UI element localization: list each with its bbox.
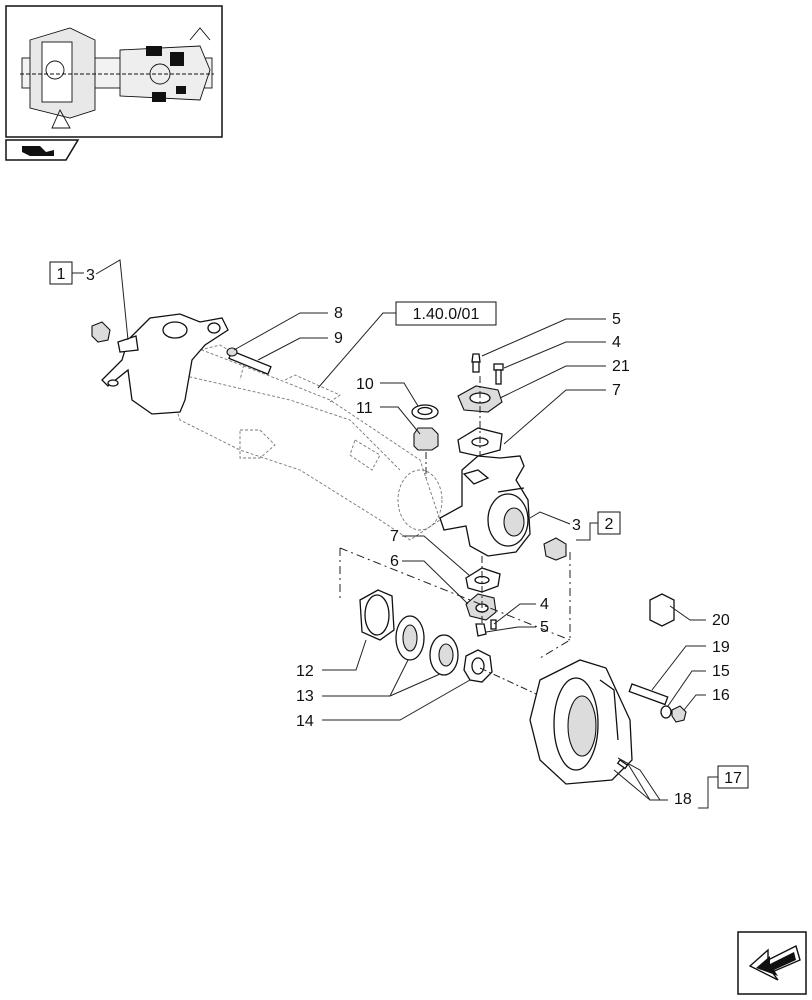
callout-8: 8 bbox=[233, 305, 343, 351]
callout-4-upper: 4 bbox=[503, 334, 621, 369]
callout-18: 18 bbox=[613, 757, 692, 808]
spacer-20 bbox=[649, 593, 675, 627]
hub-seal bbox=[359, 589, 395, 641]
lower-gasket bbox=[465, 567, 501, 593]
callout-14: 14 bbox=[296, 679, 471, 730]
svg-text:4: 4 bbox=[540, 596, 549, 613]
seal-ring bbox=[411, 404, 439, 420]
callout-box-17[interactable]: 17 bbox=[698, 765, 749, 809]
callout-5-lower: 5 bbox=[485, 619, 549, 636]
callout-5-upper: 5 bbox=[481, 311, 621, 357]
svg-text:17: 17 bbox=[724, 770, 742, 787]
lower-bolt bbox=[490, 619, 497, 630]
hub-nut bbox=[463, 649, 493, 683]
svg-text:13: 13 bbox=[296, 688, 314, 705]
hub-dowel bbox=[616, 759, 629, 770]
bolt-top bbox=[493, 363, 504, 385]
svg-text:9: 9 bbox=[334, 330, 343, 347]
assembly-boundary bbox=[339, 547, 571, 659]
svg-text:10: 10 bbox=[356, 376, 374, 393]
svg-text:2: 2 bbox=[605, 516, 614, 533]
axle-housing-outline bbox=[149, 329, 443, 541]
svg-text:7: 7 bbox=[390, 528, 399, 545]
reference-label-box[interactable]: 1.40.0/01 bbox=[317, 301, 497, 389]
callout-19: 19 bbox=[651, 639, 730, 691]
nut-16 bbox=[671, 705, 687, 723]
bushing-right bbox=[543, 537, 567, 561]
svg-text:14: 14 bbox=[296, 713, 314, 730]
washer-15 bbox=[660, 705, 672, 719]
svg-text:3: 3 bbox=[572, 517, 581, 534]
steering-knuckle bbox=[439, 455, 531, 557]
callout-10: 10 bbox=[356, 376, 419, 407]
svg-text:3: 3 bbox=[86, 267, 95, 284]
previous-page-arrow-icon[interactable] bbox=[737, 931, 807, 995]
callout-3-right: 3 bbox=[529, 511, 581, 534]
callout-16: 16 bbox=[683, 687, 730, 711]
svg-text:6: 6 bbox=[390, 553, 399, 570]
svg-text:11: 11 bbox=[356, 400, 373, 417]
svg-text:5: 5 bbox=[612, 311, 621, 328]
callout-20: 20 bbox=[669, 605, 730, 629]
bushing-left bbox=[91, 321, 111, 343]
callout-box-2[interactable]: 2 bbox=[576, 511, 621, 541]
svg-text:15: 15 bbox=[712, 663, 730, 680]
svg-text:4: 4 bbox=[612, 334, 621, 351]
svg-text:18: 18 bbox=[674, 791, 692, 808]
book-tab-icon[interactable] bbox=[5, 139, 80, 161]
callout-15: 15 bbox=[667, 663, 730, 707]
callout-9: 9 bbox=[257, 330, 343, 361]
bearing-outer bbox=[395, 615, 425, 661]
svg-text:20: 20 bbox=[712, 612, 730, 629]
svg-text:12: 12 bbox=[296, 663, 314, 680]
axle-overview-thumbnail[interactable] bbox=[5, 5, 223, 138]
reference-label: 1.40.0/01 bbox=[413, 306, 480, 323]
callout-4-lower: 4 bbox=[493, 596, 549, 625]
trunnion-bracket-left bbox=[101, 313, 229, 415]
lower-grease-fitting bbox=[475, 623, 487, 637]
callout-21: 21 bbox=[499, 358, 630, 399]
lower-cap bbox=[465, 593, 497, 621]
svg-text:5: 5 bbox=[540, 619, 549, 636]
svg-text:16: 16 bbox=[712, 687, 730, 704]
callout-7-upper: 7 bbox=[503, 382, 621, 445]
hub-housing bbox=[529, 659, 633, 785]
callout-6: 6 bbox=[390, 553, 469, 605]
svg-text:21: 21 bbox=[612, 358, 630, 375]
stud bbox=[628, 683, 669, 706]
callout-11: 11 bbox=[356, 400, 421, 435]
grease-fitting-top bbox=[471, 353, 481, 373]
callout-13: 13 bbox=[296, 659, 441, 705]
svg-text:8: 8 bbox=[334, 305, 343, 322]
svg-text:19: 19 bbox=[712, 639, 730, 656]
callout-3-left: 3 bbox=[86, 259, 129, 341]
callout-box-1[interactable]: 1 bbox=[49, 261, 84, 285]
callout-12: 12 bbox=[296, 639, 367, 680]
svg-text:1: 1 bbox=[57, 266, 66, 283]
svg-text:7: 7 bbox=[612, 382, 621, 399]
bearing-inner bbox=[429, 634, 459, 676]
callout-7-lower: 7 bbox=[390, 528, 471, 577]
